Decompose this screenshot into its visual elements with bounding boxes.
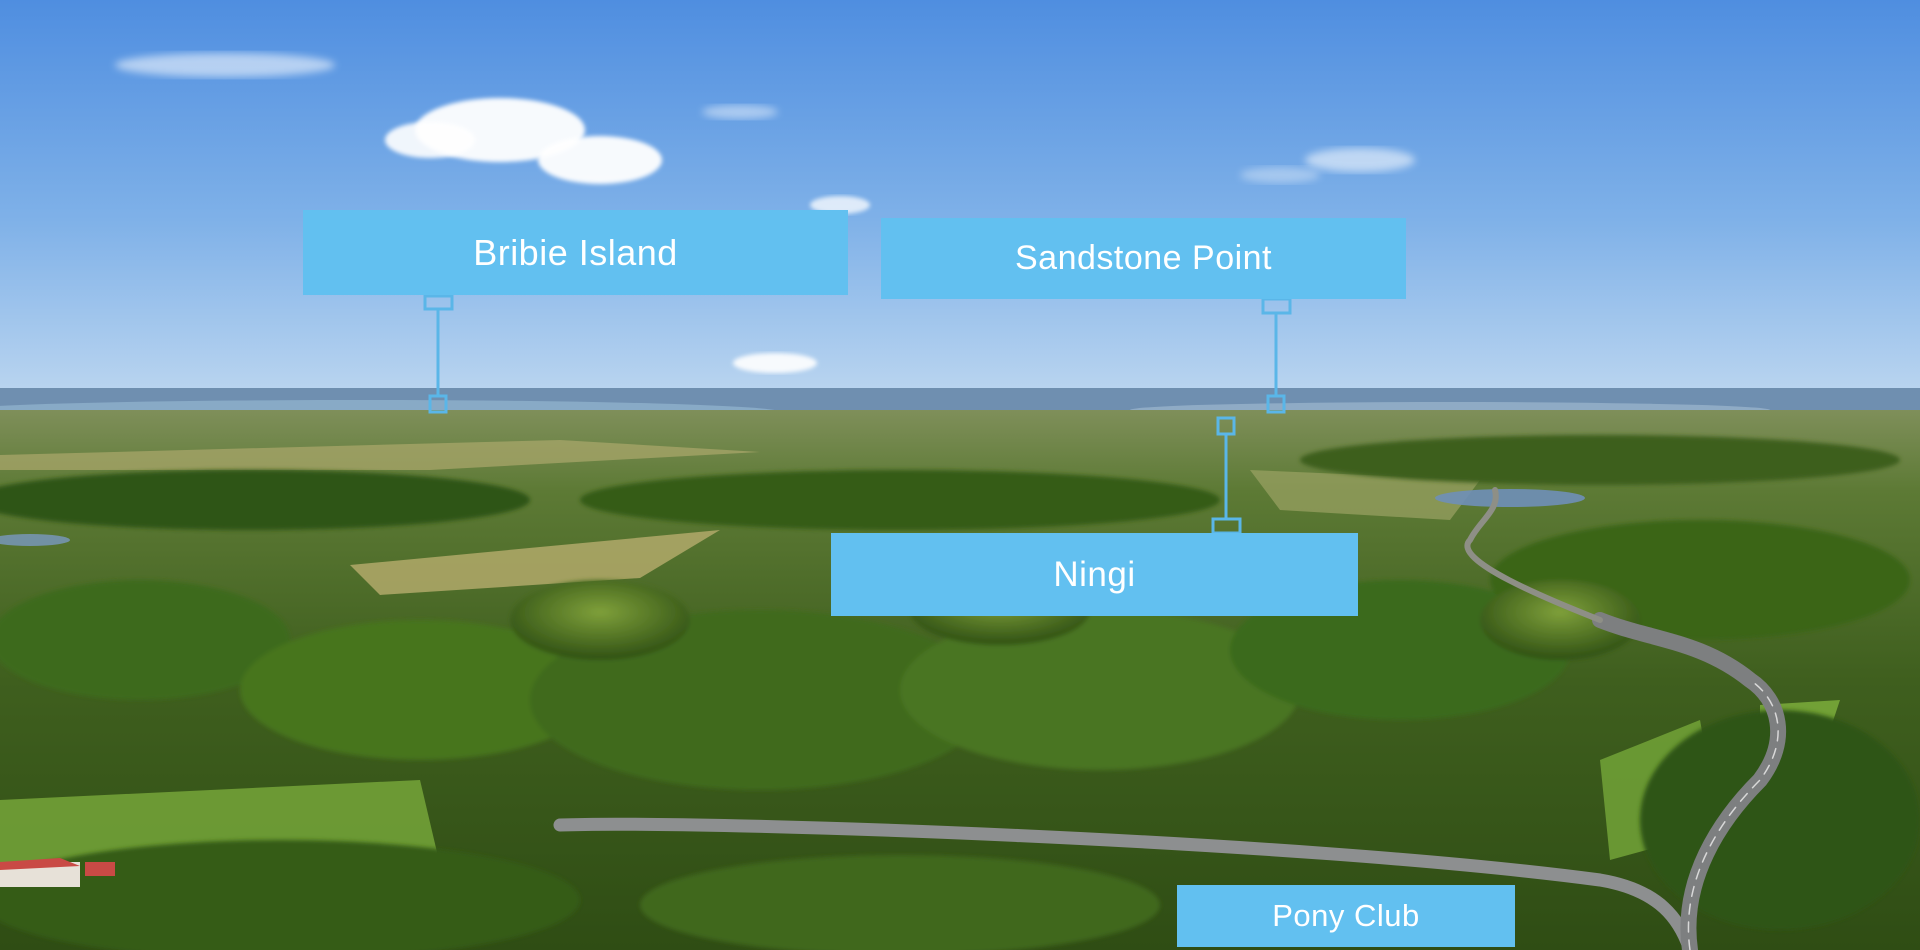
clouds (115, 53, 1415, 373)
label-sandstone-point-text: Sandstone Point (1014, 239, 1273, 277)
label-ningi-text: Ningi (1053, 554, 1136, 594)
lake (1435, 489, 1585, 507)
label-ningi: Ningi (831, 533, 1358, 616)
house (0, 858, 115, 887)
tree-canopy (0, 435, 1920, 950)
label-bribie-island-text: Bribie Island (473, 231, 678, 273)
label-pony-club: Pony Club (1177, 885, 1515, 947)
label-pony-club-text: Pony Club (1272, 898, 1420, 933)
label-bribie-island: Bribie Island (303, 210, 848, 295)
roads (553, 487, 1787, 950)
label-sandstone-point: Sandstone Point (881, 218, 1406, 299)
